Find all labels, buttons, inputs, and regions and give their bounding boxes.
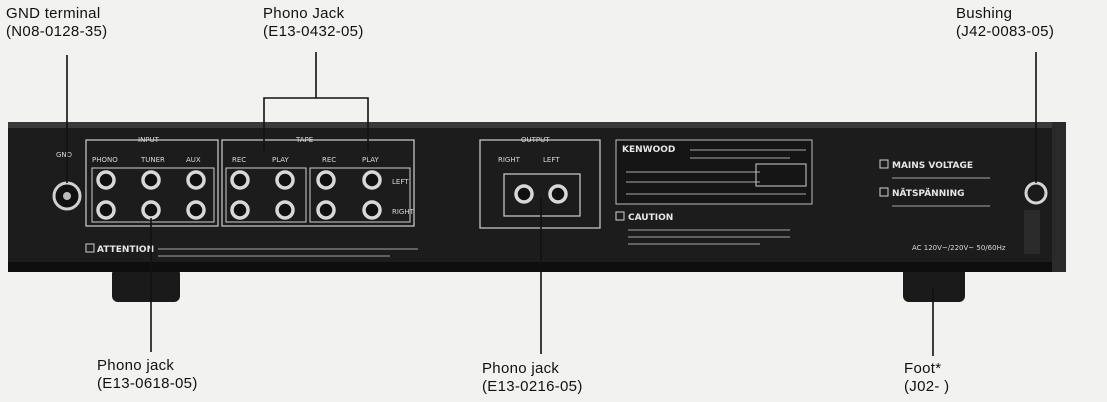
output-title: OUTPUT bbox=[521, 136, 550, 144]
caution-label: CAUTION bbox=[628, 213, 673, 223]
input-col-tuner: TUNER bbox=[140, 156, 165, 164]
attention-label: ATTENTION bbox=[97, 245, 154, 255]
callout-gnd-part: (N08-0128-35) bbox=[6, 23, 108, 40]
gnd-label: GND bbox=[56, 151, 72, 159]
callout-phono-jack-input: Phono jack (E13-0618-05) bbox=[97, 357, 198, 393]
callout-phono-jack-tape: Phono Jack (E13-0432-05) bbox=[263, 5, 364, 41]
callout-phono-output-part: (E13-0216-05) bbox=[482, 378, 583, 395]
callout-gnd-name: GND terminal bbox=[6, 5, 101, 22]
tape-col-rec-1: REC bbox=[232, 156, 246, 164]
leader-lines bbox=[66, 52, 1037, 356]
callout-bushing-name: Bushing bbox=[956, 5, 1013, 22]
channel-left: LEFT bbox=[392, 178, 409, 186]
callout-bushing: Bushing (J42-0083-05) bbox=[956, 5, 1054, 41]
input-jacks bbox=[96, 170, 206, 220]
attention-fine-print bbox=[158, 248, 418, 257]
callout-phono-jack-output: Phono jack (E13-0216-05) bbox=[482, 360, 583, 396]
input-title: INPUT bbox=[138, 136, 160, 144]
callout-phono-tape-name: Phono Jack bbox=[263, 5, 345, 22]
input-col-phono: PHONO bbox=[92, 156, 118, 164]
input-col-aux: AUX bbox=[186, 156, 201, 164]
output-jacks bbox=[514, 184, 568, 204]
mains-voltage-label: MAINS VOLTAGE bbox=[892, 161, 973, 171]
callout-phono-input-part: (E13-0618-05) bbox=[97, 375, 198, 392]
callout-phono-tape-part: (E13-0432-05) bbox=[263, 23, 364, 40]
brand-label: KENWOOD bbox=[622, 145, 675, 155]
callout-phono-output-name: Phono jack bbox=[482, 360, 560, 377]
left-foot bbox=[112, 268, 180, 302]
channel-right: RIGHT bbox=[392, 208, 415, 216]
output-col-left: LEFT bbox=[543, 156, 560, 164]
callout-foot: Foot* (J02- ) bbox=[904, 360, 949, 396]
callout-bushing-part: (J42-0083-05) bbox=[956, 23, 1055, 40]
callout-gnd-terminal: GND terminal (N08-0128-35) bbox=[6, 5, 107, 41]
tape-col-play-1: PLAY bbox=[272, 156, 290, 164]
callout-phono-input-name: Phono jack bbox=[97, 357, 175, 374]
gnd-terminal bbox=[52, 181, 82, 211]
chassis bbox=[8, 122, 1060, 272]
natspanning-label: NÄTSPÄNNING bbox=[892, 188, 965, 199]
output-col-right: RIGHT bbox=[498, 156, 521, 164]
callout-foot-part: (J02- ) bbox=[904, 378, 950, 395]
ac-rating-label: AC 120V~/220V~ 50/60Hz bbox=[912, 244, 1006, 252]
right-foot bbox=[903, 264, 965, 302]
tape-col-play-2: PLAY bbox=[362, 156, 380, 164]
tape-title: TAPE bbox=[295, 136, 313, 144]
tape-jacks bbox=[230, 170, 382, 220]
tape-col-rec-2: REC bbox=[322, 156, 336, 164]
caution-fine-print bbox=[628, 229, 790, 245]
callout-foot-name: Foot* bbox=[904, 360, 942, 377]
